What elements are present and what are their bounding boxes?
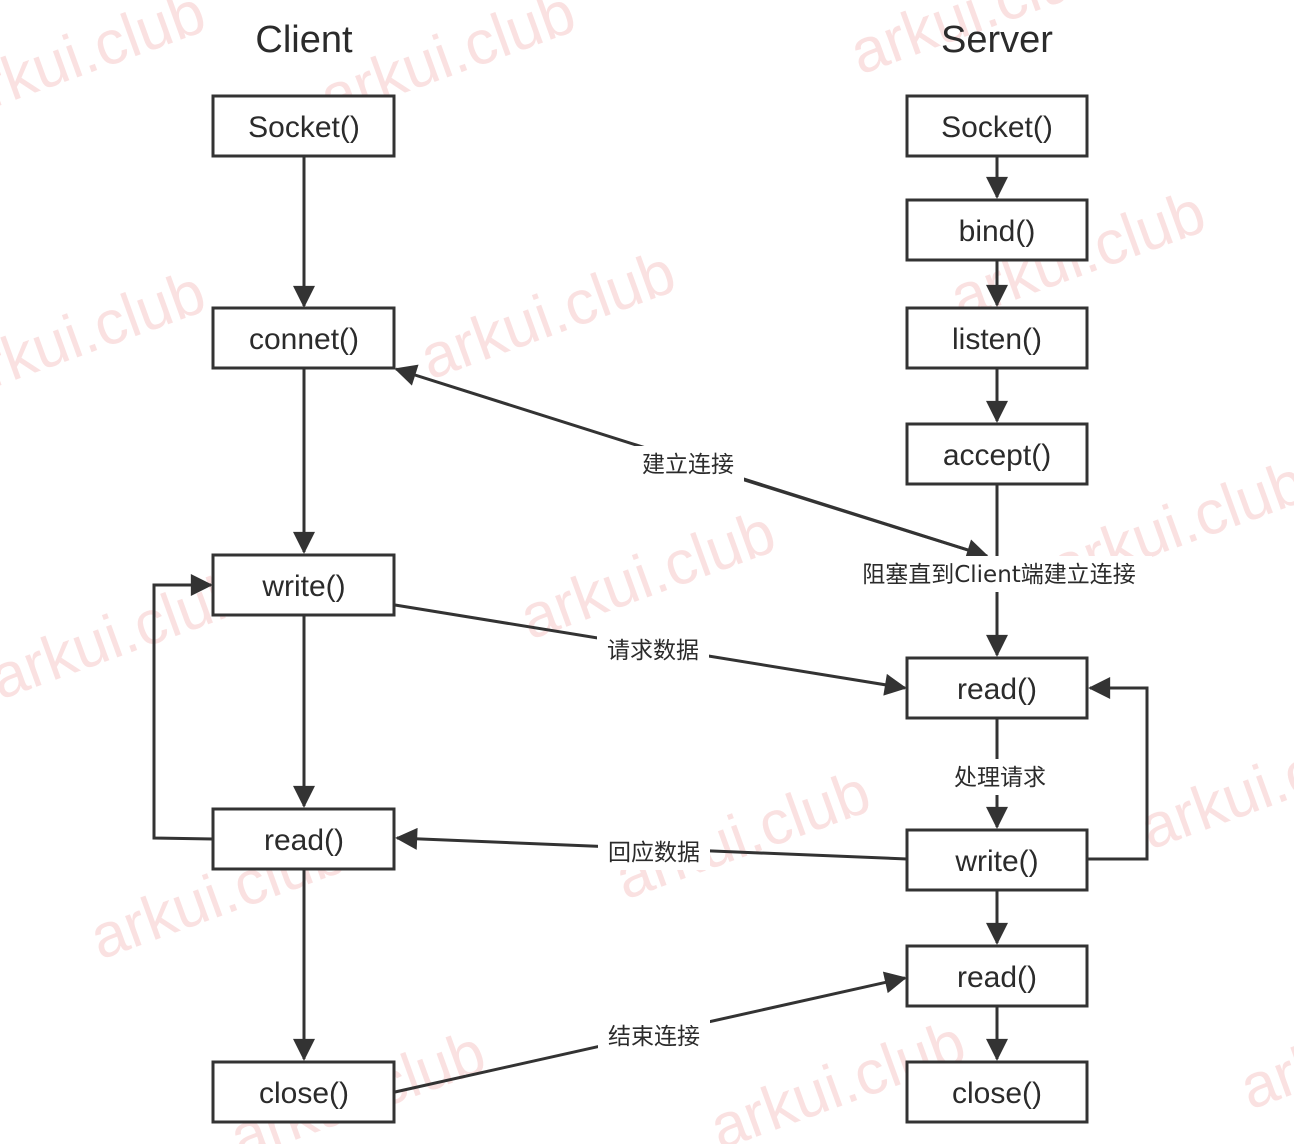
box-label: accept()	[943, 439, 1051, 472]
label-bg	[598, 834, 710, 870]
server-bind-box: bind()	[905, 198, 1089, 262]
label-process-request: 处理请求	[954, 765, 1046, 791]
label-finish-connection: 结束连接	[608, 1024, 700, 1050]
watermark-text: arkui.club	[1131, 708, 1294, 864]
box-label: write()	[954, 845, 1038, 878]
server-accept-box: accept()	[905, 422, 1089, 486]
server-listen-box: listen()	[905, 306, 1089, 370]
box-label: read()	[957, 673, 1037, 706]
server-read-box: read()	[905, 656, 1089, 720]
server-socket-box: Socket()	[905, 94, 1089, 158]
label-bg	[944, 759, 1056, 795]
watermark-text: arkui.club	[1231, 968, 1294, 1124]
label-bg	[597, 632, 709, 668]
edge-server-write-loop-to-read	[1088, 677, 1149, 861]
client-read-box: read()	[211, 807, 396, 871]
edge-labels: 建立连接 阻塞直到Client端建立连接 请求数据 处理请求 回应数据 结束连接	[597, 446, 1152, 1054]
label-establish-connection: 建立连接	[642, 452, 734, 478]
client-write-box: write()	[211, 553, 396, 617]
edge-client-read-loop-to-write	[152, 574, 214, 841]
server-read2-box: read()	[905, 944, 1089, 1008]
server-column-title: Server	[941, 19, 1053, 61]
label-bg	[632, 446, 744, 482]
box-label: read()	[957, 961, 1037, 994]
watermark-text: arkui.club	[0, 258, 214, 414]
box-label: listen()	[952, 323, 1042, 356]
label-bg	[846, 556, 1152, 592]
label-request-data: 请求数据	[607, 638, 699, 664]
client-column-title: Client	[255, 19, 353, 61]
watermark-text: arkui.club	[0, 0, 214, 133]
edge-connect-to-accept	[699, 464, 989, 561]
box-label: write()	[261, 570, 345, 603]
server-close-box: close()	[905, 1060, 1089, 1124]
client-close-box: close()	[211, 1060, 396, 1124]
watermark-text: arkui.club	[411, 238, 684, 394]
server-write-box: write()	[905, 828, 1089, 892]
box-label: read()	[264, 824, 344, 857]
client-socket-box: Socket()	[211, 94, 396, 158]
client-connect-box: connet()	[211, 306, 396, 370]
label-block-until-connect: 阻塞直到Client端建立连接	[862, 562, 1136, 588]
box-label: Socket()	[248, 111, 360, 144]
label-respond-data: 回应数据	[608, 840, 700, 866]
box-label: bind()	[959, 215, 1036, 248]
box-label: close()	[952, 1077, 1042, 1110]
box-label: close()	[259, 1077, 349, 1110]
box-label: Socket()	[941, 111, 1053, 144]
box-label: connet()	[249, 323, 359, 356]
label-bg	[598, 1018, 710, 1054]
